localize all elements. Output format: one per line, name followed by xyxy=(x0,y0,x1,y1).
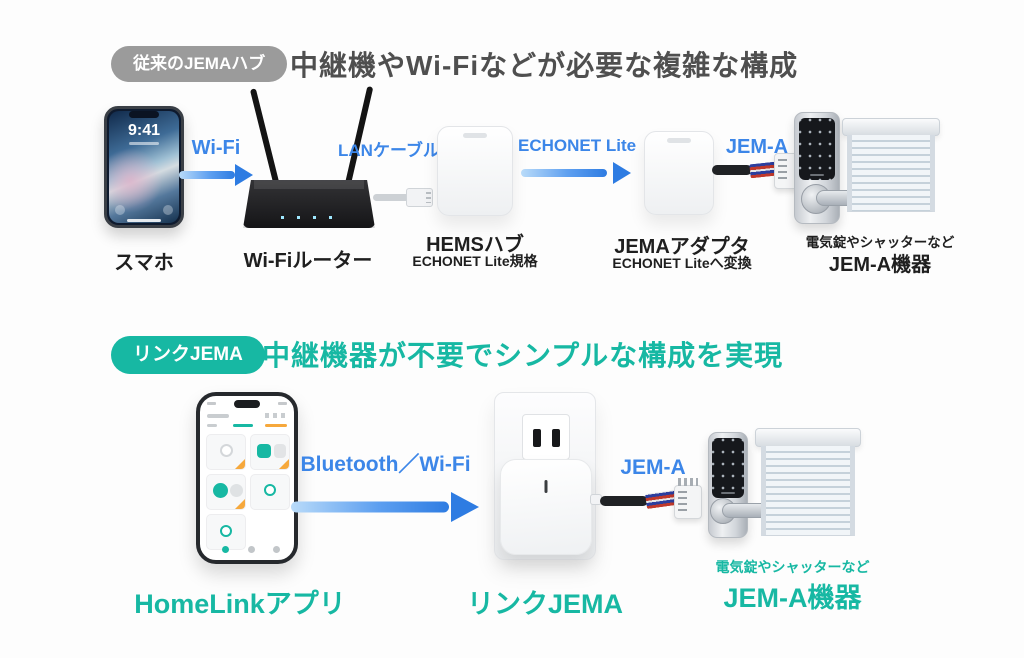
jema-cable-top xyxy=(712,165,752,175)
app-device-card xyxy=(250,434,290,470)
app-device-card xyxy=(206,474,246,510)
smartphone-clock: 9:41 xyxy=(127,122,161,139)
jema-adapter-illustration xyxy=(644,131,714,215)
flashlight-icon xyxy=(115,205,125,215)
jema-link-label-bottom: JEM-A xyxy=(620,456,686,479)
router-illustration xyxy=(243,180,375,228)
wifi-arrow xyxy=(179,163,253,187)
app-tabs xyxy=(207,424,287,428)
linkjema-label: リンクJEMA xyxy=(466,589,623,619)
homelink-app-label: HomeLinkアプリ xyxy=(134,589,346,619)
router-antenna-left xyxy=(249,88,280,187)
lan-cable-label: LANケーブル xyxy=(338,141,440,160)
hems-hub-sublabel: ECHONET Lite規格 xyxy=(412,253,538,269)
wifi-link-label: Wi-Fi xyxy=(191,137,241,159)
smartphone-date-line xyxy=(129,142,159,145)
jema-cable-bottom xyxy=(600,496,648,506)
smartphone-label: スマホ xyxy=(114,252,174,274)
jema-adapter-sublabel: ECHONET Liteへ変換 xyxy=(612,255,752,271)
shutter-curtain-top xyxy=(847,135,935,212)
app-header xyxy=(207,414,229,418)
jema-adapter-label: JEMAアダプタ xyxy=(614,236,750,258)
jema-devices-sublabel-bottom: 電気錠やシャッターなど xyxy=(715,559,870,575)
lan-cable xyxy=(373,194,409,201)
app-device-card xyxy=(250,474,290,510)
camera-icon xyxy=(163,205,173,215)
smart-lock-keypad-top xyxy=(799,118,835,180)
app-device-card xyxy=(206,434,246,470)
legacy-section-badge: 従来のJEMAハブ xyxy=(111,46,288,82)
app-bottom-nav xyxy=(200,546,294,554)
app-header-icons xyxy=(265,413,287,418)
echonet-link-label: ECHONET Lite xyxy=(518,136,637,155)
hems-hub-label: HEMSハブ xyxy=(426,234,524,256)
shutter-box-top xyxy=(842,118,940,136)
jema-wires-top xyxy=(749,161,777,179)
homelink-app-phone-illustration xyxy=(196,392,298,564)
smart-lock-keypad-bottom xyxy=(712,438,744,498)
jema-devices-label-top: JEM-A機器 xyxy=(828,254,932,276)
wall-outlet xyxy=(522,414,570,460)
hems-hub-illustration xyxy=(437,126,513,216)
bluetooth-wifi-link-label: Bluetooth／Wi-Fi xyxy=(300,453,471,476)
smartphone-lockscreen xyxy=(109,111,179,223)
linkjema-section-title: 中継機器が不要でシンプルな構成を実現 xyxy=(262,340,784,371)
jema-devices-sublabel-top: 電気錠やシャッターなど xyxy=(805,235,955,250)
legacy-section-title: 中継機やWi-Fiなどが必要な複雑な構成 xyxy=(290,50,799,81)
echonet-arrow xyxy=(521,160,631,186)
jema-link-label-top: JEM-A xyxy=(725,136,789,158)
shutter-curtain-bottom xyxy=(761,446,855,536)
linkjema-plug-unit xyxy=(500,459,592,555)
app-device-card xyxy=(206,514,246,550)
jema-connector-pins-bottom xyxy=(678,478,698,486)
smartphone-notch xyxy=(129,111,159,118)
jema-devices-label-bottom: JEM-A機器 xyxy=(723,583,862,613)
router-label: Wi-Fiルーター xyxy=(243,250,373,272)
jema-connector-bottom xyxy=(674,485,702,519)
router-status-leds xyxy=(281,216,343,219)
jema-wires-bottom xyxy=(645,489,677,510)
smartphone-illustration: 9:41 xyxy=(104,106,184,228)
shutter-box-bottom xyxy=(755,428,861,447)
phone-dynamic-island xyxy=(234,400,260,408)
linkjema-device-illustration xyxy=(494,392,596,560)
linkjema-section-badge: リンクJEMA xyxy=(111,336,265,374)
bluetooth-wifi-arrow xyxy=(291,492,479,522)
smartphone-home-indicator xyxy=(127,219,161,222)
lan-plug xyxy=(406,188,433,207)
